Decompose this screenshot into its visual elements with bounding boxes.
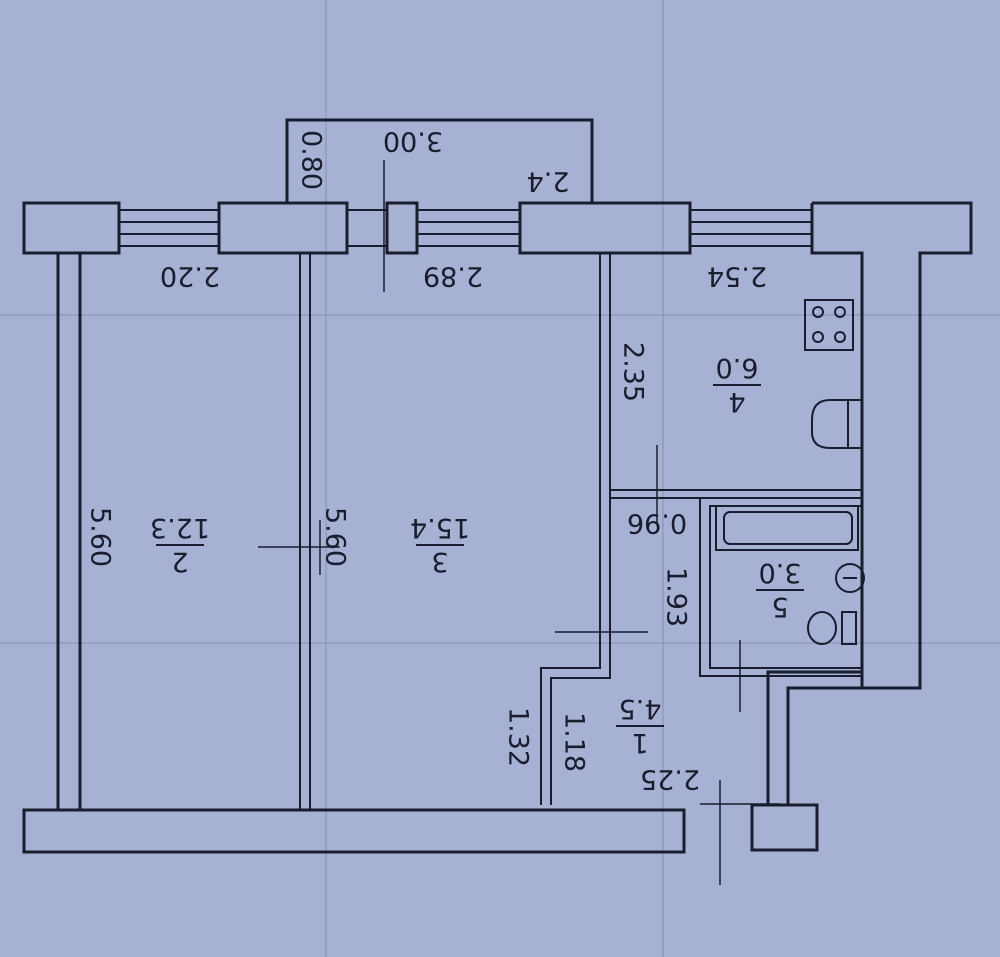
toilet-icon [807,611,857,645]
bath-width-label: 0.96 [627,508,687,539]
room-area: 3.0 [759,557,802,588]
entrance-wall [766,670,864,805]
window [118,209,220,247]
walls [22,118,973,854]
room-number: 3 [431,546,448,577]
room-area: 6.0 [716,352,759,383]
stove-icon [804,299,854,351]
balcony-width-label: 3.00 [383,126,443,157]
wall-pier [22,201,121,255]
wall-pier [385,201,419,255]
wall-pier [518,201,692,255]
room-area: 15.4 [410,512,470,543]
room-label-3: 3 15.4 [410,512,470,577]
room-area: 12.3 [150,512,210,543]
wall-pier [217,201,349,255]
hall-width-label: 2.25 [640,764,700,795]
room2-width-label: 2.20 [160,261,220,292]
door-balcony [346,209,388,247]
sink-icon [835,563,865,593]
balcony-outline [285,118,594,203]
sink-icon [811,399,862,449]
room-labels: 2 12.3 3 15.4 4 6.0 5 3.0 1 4.5 [150,352,804,758]
wall-pier [810,201,973,690]
room-label-4: 4 6.0 [713,352,761,417]
kitchen-width-label: 2.54 [707,261,767,292]
left-wall [56,251,82,812]
room-label-1: 1 4.5 [616,693,664,758]
dimension-marks [258,160,780,885]
hall-length-a-label: 1.32 [503,707,534,767]
room-number: 1 [631,727,648,758]
dimension-labels: 3.00 0.80 2.4 2.20 2.89 2.54 5.60 5.60 2… [85,126,768,795]
room-label-2: 2 12.3 [150,512,210,577]
room-number: 2 [171,546,188,577]
balcony-area-label: 2.4 [527,166,570,197]
bathtub-icon [715,505,859,551]
room-number: 5 [771,591,788,622]
kitchen-length-label: 2.35 [618,342,649,402]
room-area: 4.5 [619,693,662,724]
bath-length-label: 1.93 [661,567,692,627]
room-number: 4 [728,386,745,417]
room3-width-label: 2.89 [423,261,483,292]
room2-length-label: 5.60 [85,507,116,567]
balcony-depth-label: 0.80 [296,130,327,190]
window [416,209,521,247]
window [689,209,813,247]
bottom-wall-pier [750,803,819,852]
bottom-wall [22,808,686,854]
room-label-5: 5 3.0 [756,557,804,622]
hall-length-b-label: 1.18 [559,712,590,772]
room3-length-label: 5.60 [320,507,351,567]
